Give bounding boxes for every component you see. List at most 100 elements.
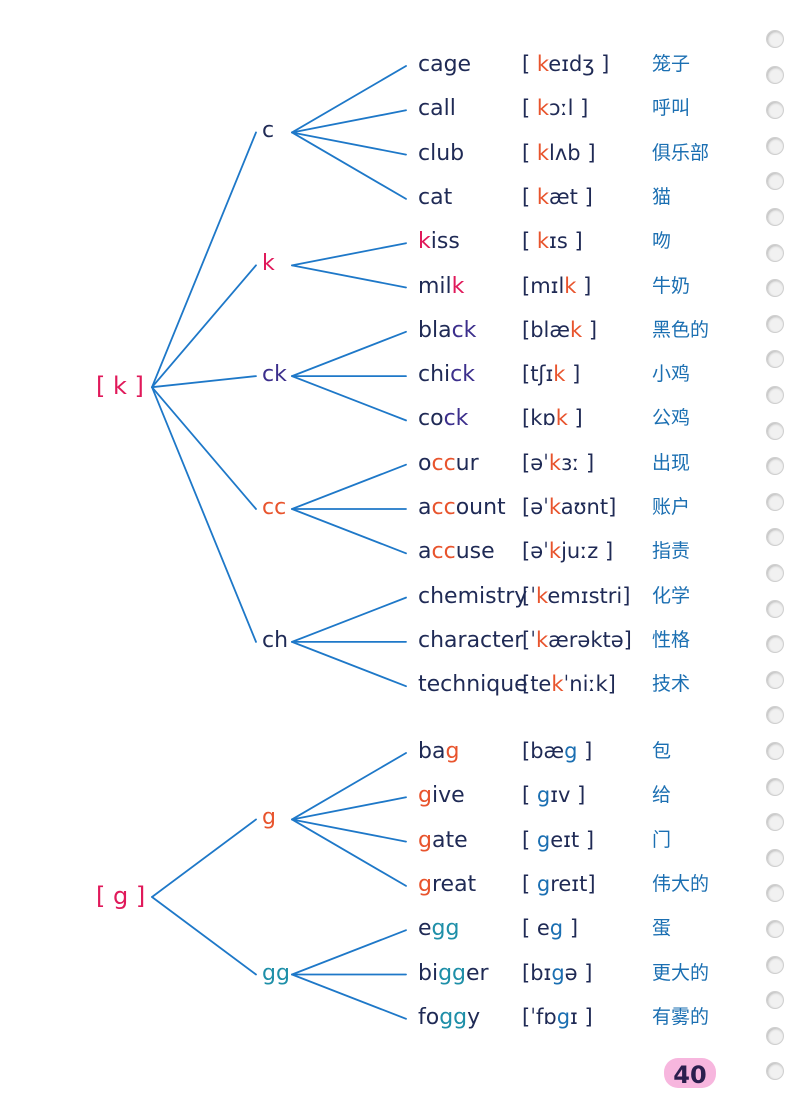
word-highlight: ch (418, 583, 445, 609)
word: great (418, 873, 476, 896)
word-highlight: ck (450, 362, 475, 388)
binder-hole (766, 208, 784, 226)
chinese-meaning: 更大的 (652, 961, 710, 984)
root-to-branch-line (151, 131, 257, 389)
word-suffix: ive (431, 783, 465, 809)
ipa-suffix: ærəktə] (548, 627, 632, 652)
word-suffix: age (430, 52, 472, 77)
phonetic-transcription: [ kæt ] (522, 186, 593, 208)
word: kiss (418, 231, 460, 253)
ipa-prefix: [ (522, 52, 537, 76)
ipa-highlight: k (551, 672, 564, 697)
binder-hole (766, 706, 784, 725)
phonetic-transcription: [ greɪt] (522, 871, 596, 896)
chinese-meaning: 包 (652, 740, 672, 762)
ipa-highlight: g (549, 916, 564, 941)
branch-to-word-line (291, 264, 407, 289)
binder-hole (766, 457, 784, 476)
word-suffix: use (455, 539, 495, 565)
ipa-prefix: [ (522, 783, 537, 808)
ipa-suffix: ɪs ] (549, 229, 583, 254)
phonetic-transcription: [ˈfɒgɪ ] (522, 1006, 593, 1028)
root-to-branch-line (151, 896, 257, 976)
ipa-highlight: k (536, 229, 550, 254)
binder-hole (766, 1026, 784, 1045)
word-suffix: er (466, 960, 489, 986)
phonetic-transcription: [bɪgə ] (522, 960, 592, 985)
ipa-suffix: reɪt] (550, 871, 596, 896)
word-highlight: ch (418, 627, 445, 653)
binder-hole (766, 813, 784, 832)
word: egg (418, 918, 459, 940)
branch-to-word-line (291, 596, 407, 643)
branch-to-word-line (291, 641, 407, 688)
word-highlight: cc (431, 450, 456, 476)
chinese-meaning: 公鸡 (652, 407, 691, 430)
branch-to-word-line (291, 818, 407, 843)
binder-hole (766, 635, 784, 654)
branch-to-word-line (291, 508, 407, 555)
word: give (418, 785, 465, 807)
branch-to-word-line (291, 330, 407, 378)
branch-to-word-line (291, 463, 407, 510)
ipa-suffix: ] (565, 362, 581, 387)
ipa-suffix: ] (582, 317, 598, 342)
phonetic-transcription: [tekˈniːk] (522, 674, 616, 695)
word-highlight: cc (431, 495, 456, 520)
word-prefix: e (418, 916, 432, 942)
phoneme-root: [ g ] (96, 881, 146, 910)
binder-hole (766, 670, 784, 689)
chinese-meaning: 门 (652, 828, 672, 851)
word-highlight: gg (439, 1004, 468, 1030)
branch-to-word-line (291, 131, 407, 156)
phoneme-root: [ k ] (96, 372, 144, 401)
ipa-highlight: k (569, 317, 583, 342)
chinese-meaning: 有雾的 (652, 1005, 710, 1028)
ipa-prefix: [te (522, 672, 552, 697)
ipa-highlight: g (551, 960, 565, 985)
ipa-prefix: [bɪ (522, 960, 552, 985)
ipa-prefix: [tʃɪ (522, 362, 554, 387)
branch-to-word-line (291, 375, 407, 422)
word-highlight: c (418, 96, 431, 122)
binder-hole (766, 492, 784, 511)
phonetic-transcription: [mɪlk ] (522, 275, 591, 297)
ipa-prefix: [əˈ (522, 495, 549, 519)
chinese-meaning: 伟大的 (652, 872, 710, 895)
phonetic-transcription: [ gɪv ] (522, 785, 585, 806)
ipa-prefix: [ (522, 140, 537, 165)
ipa-highlight: k (553, 362, 566, 387)
word-suffix: ur (455, 450, 479, 476)
ipa-suffix: ɜː ] (561, 450, 595, 475)
page-number: 40 (673, 1061, 707, 1089)
ipa-highlight: k (535, 583, 548, 608)
word: cock (418, 408, 468, 430)
branch-to-word-line (291, 973, 407, 1020)
phonetic-transcription: [blæk ] (522, 317, 598, 342)
chinese-meaning: 牛奶 (652, 274, 691, 297)
word: club (418, 140, 465, 166)
branch-spelling: cc (262, 495, 287, 520)
binder-hole (766, 350, 784, 369)
phonetic-transcription: [ˈkemɪstri] (522, 583, 630, 608)
word-suffix: aracter (444, 627, 524, 653)
branch-to-word-line (291, 242, 407, 267)
root-to-branch-line (151, 386, 257, 510)
phonetic-transcription: [ kɔːl ] (522, 98, 588, 119)
ipa-prefix: [blæ (522, 317, 570, 342)
binder-hole (766, 991, 784, 1010)
ipa-suffix: juːz ] (561, 539, 614, 564)
word-suffix: iss (430, 229, 460, 255)
chinese-meaning: 黑色的 (652, 318, 710, 341)
word-suffix: lub (430, 140, 465, 166)
binder-hole (766, 30, 784, 48)
word: character (418, 627, 524, 653)
ipa-highlight: k (536, 140, 550, 165)
branch-spelling: ch (262, 627, 289, 653)
root-to-branch-line (151, 375, 257, 389)
word-suffix: y (467, 1004, 481, 1030)
word-prefix: o (418, 450, 432, 476)
binder-hole (766, 884, 784, 903)
branch-spelling: k (262, 251, 275, 277)
phonetic-transcription: [əˈkɜː ] (522, 450, 595, 475)
